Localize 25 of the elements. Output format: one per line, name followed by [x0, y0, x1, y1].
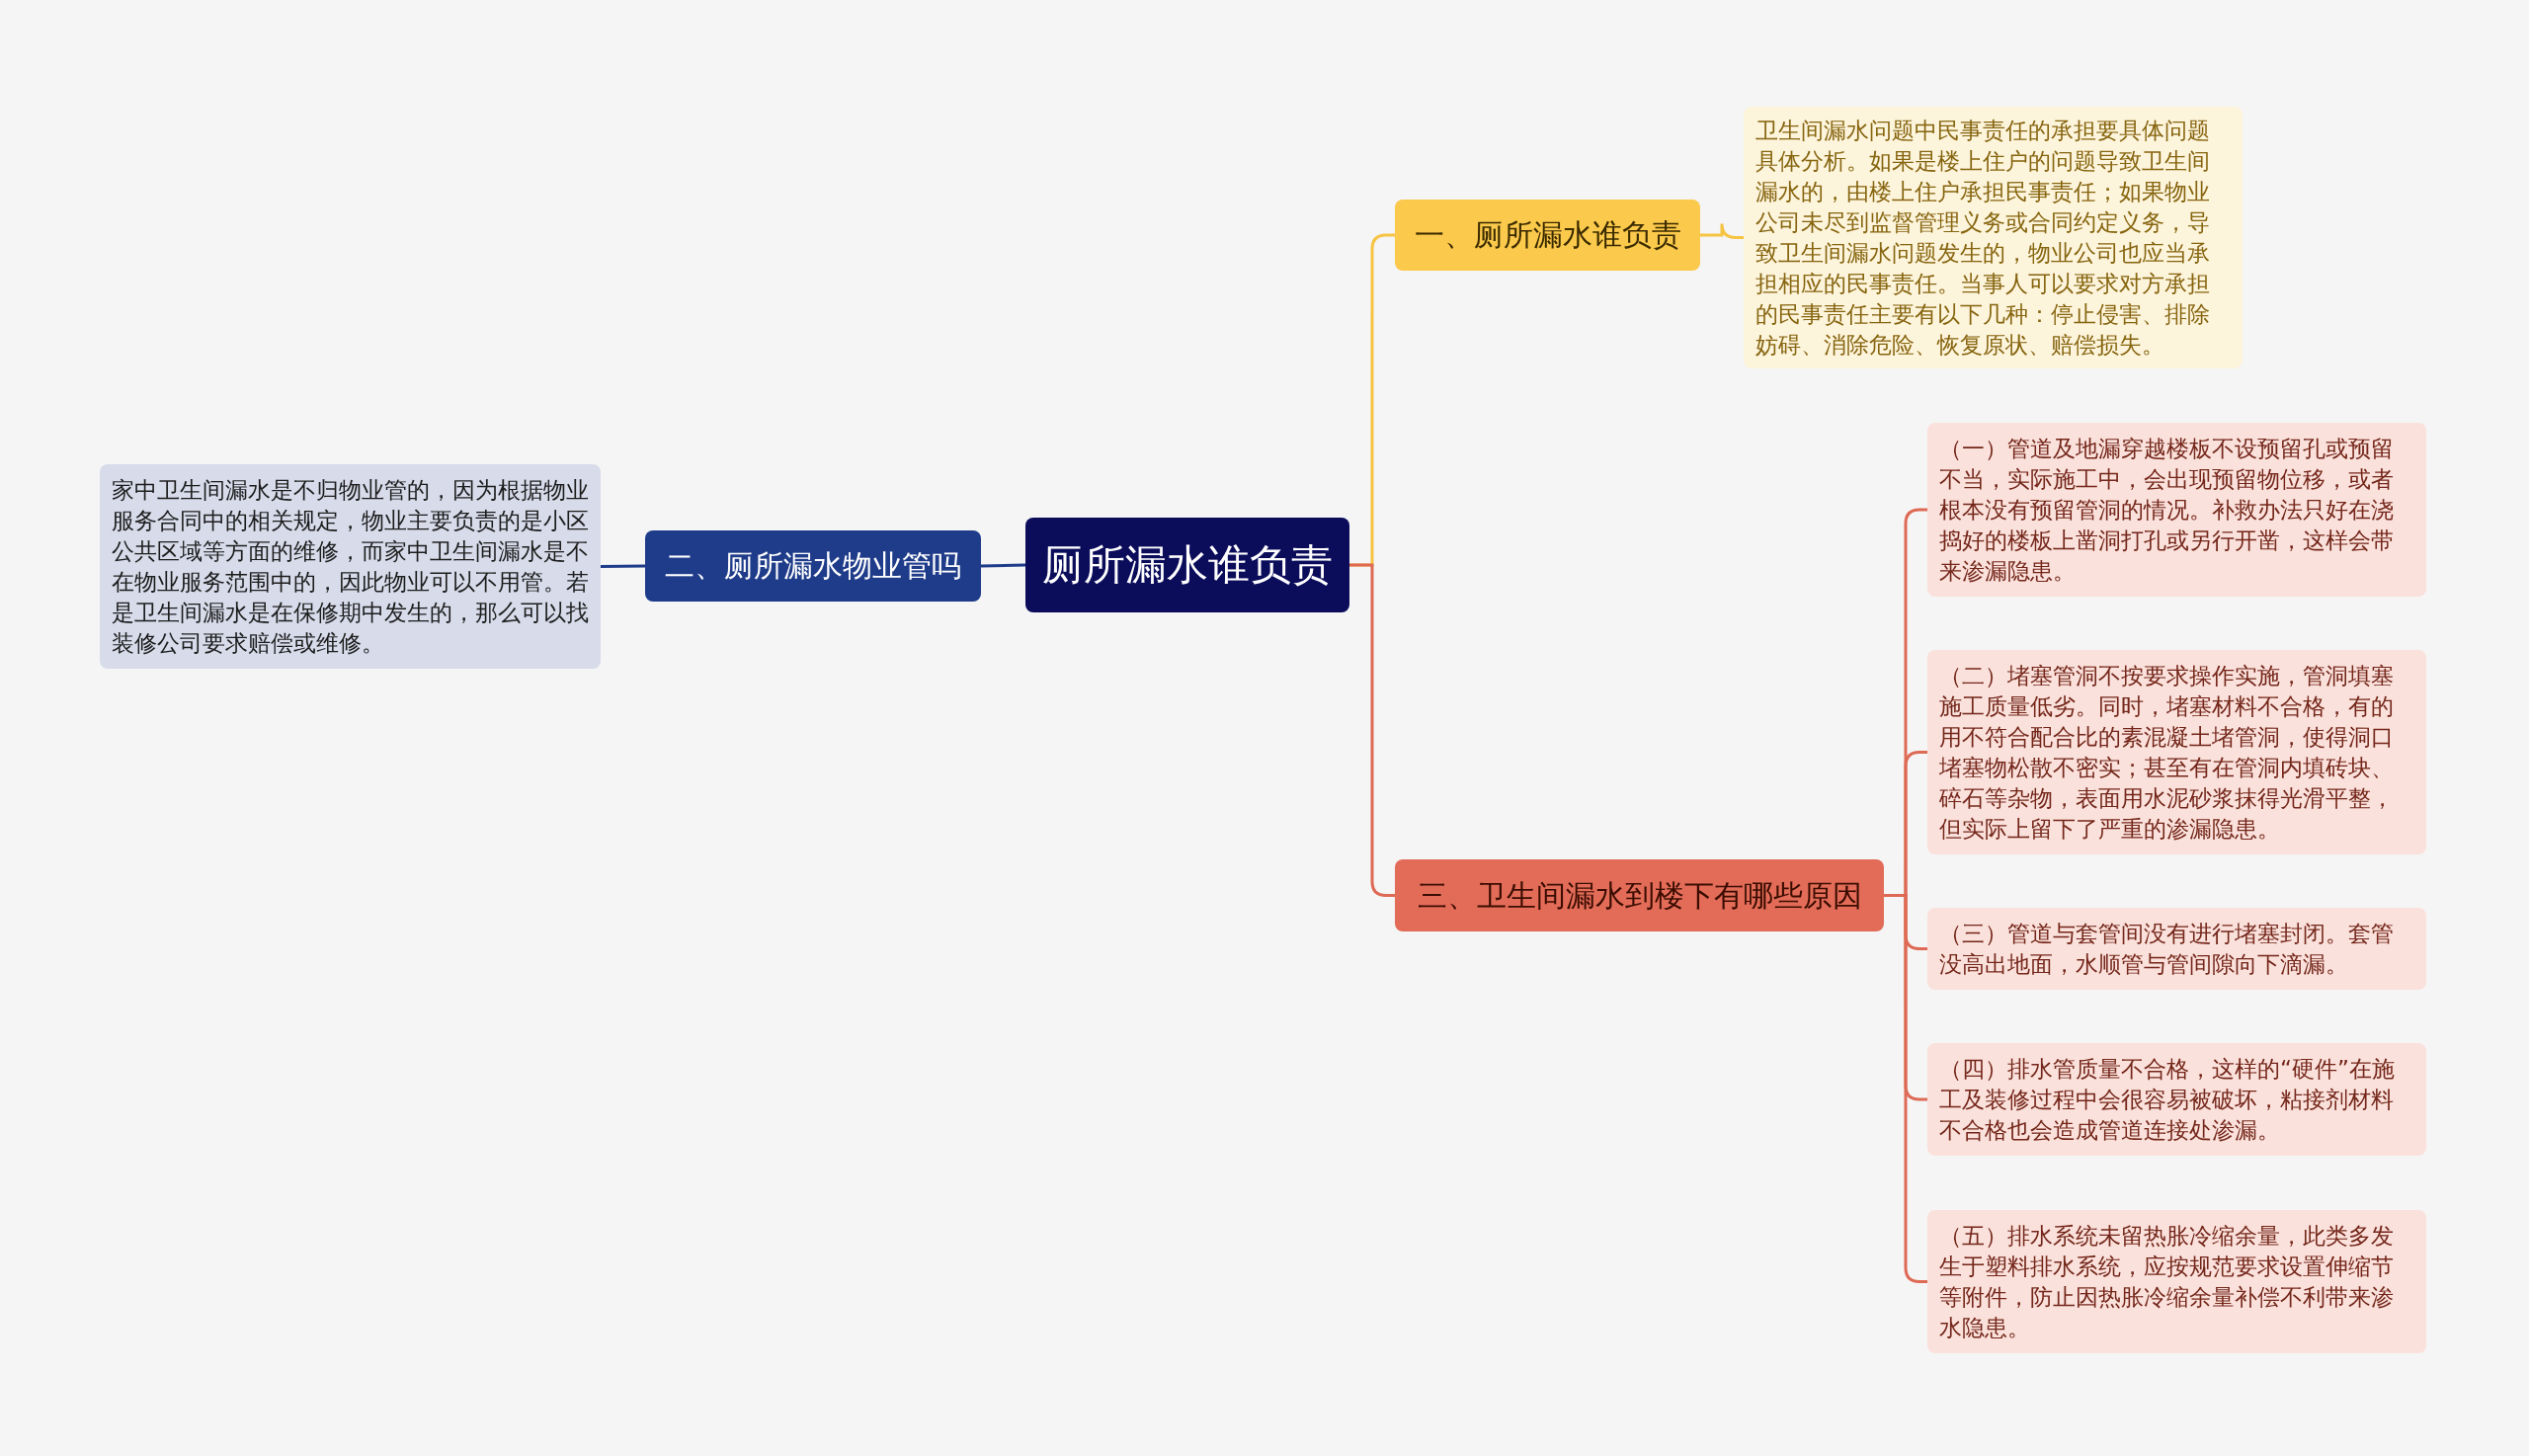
- note-box: [1927, 1043, 2426, 1156]
- branch-box: [645, 530, 981, 602]
- connector-line: [1884, 894, 1927, 1283]
- note-box: [1927, 423, 2426, 597]
- note-text: （三）管道与套管间没有进行堵塞封闭。套管没高出地面，水顺管与管间隙向下滴漏。: [1939, 919, 2395, 979]
- branch-text: 一、厕所漏水谁负责: [1414, 217, 1681, 253]
- note-box: [1927, 1210, 2426, 1353]
- note-text: （一）管道及地漏穿越楼板不设预留孔或预留不当，实际施工中，会出现预留物位移，或者根本没有预留管洞的情况。补救办法只好在浇捣好的楼板上凿洞打孔或另行开凿，这样会带来渗漏隐患。: [1939, 434, 2395, 586]
- note-text: 卫生间漏水问题中民事责任的承担要具体问题具体分析。如果是楼上住户的问题导致卫生间漏水的，由楼上住户承担民事责任；如果物业公司未尽到监督管理义务或合同约定义务，导致卫生间漏水问题发生的，物业公司也应当承担相应的民事责任。当事人可以要求对方承担的民事责任主要有以下几种：停止侵害、排除妨碍、消除危险、恢复原状、赔偿损失。: [1755, 116, 2211, 360]
- note-text: （二）堵塞管洞不按要求操作实施，管洞填塞施工质量低劣。同时，堵塞材料不合格，有的用不符合配合比的素混凝土堵管洞，使得洞口堵塞物松散不密实；甚至有在管洞内填砖块、碎石等杂物，表面用水泥砂浆抹得光滑平整，但实际上留下了严重的渗漏隐患。: [1939, 661, 2395, 844]
- branch-text: 二、厕所漏水物业管吗: [665, 548, 961, 584]
- note-box: [1927, 650, 2426, 854]
- note-text: （五）排水系统未留热胀冷缩余量，此类多发生于塑料排水系统，应按规范要求设置伸缩节等附件，防止因热胀冷缩余量补偿不利带来渗水隐患。: [1939, 1221, 2395, 1342]
- note-text: （四）排水管质量不合格，这样的“硬件”在施工及装修过程中会很容易被破坏，粘接剂材料不合格也会造成管道连接处渗漏。: [1939, 1054, 2396, 1145]
- branch-box: [1395, 859, 1884, 931]
- connector-line: [1349, 563, 1395, 897]
- central-topic-box: [1025, 518, 1349, 612]
- central-topic-text: 厕所漏水谁负责: [1042, 539, 1333, 591]
- note-text: 家中卫生间漏水是不归物业管的，因为根据物业服务合同中的相关规定，物业主要负责的是小区公共区域等方面的维修，而家中卫生间漏水是不在物业服务范围中的，因此物业可以不用管。若是卫生间漏水是在保修期中发生的，那么可以找装修公司要求赔偿或维修。: [112, 475, 589, 658]
- connector-line: [1700, 222, 1744, 239]
- branch-box: [1395, 200, 1700, 271]
- connector-line: [601, 564, 645, 568]
- note-box: [1927, 908, 2426, 990]
- branch-text: 三、卫生间漏水到楼下有哪些原因: [1417, 877, 1862, 914]
- connector-line: [980, 563, 1026, 568]
